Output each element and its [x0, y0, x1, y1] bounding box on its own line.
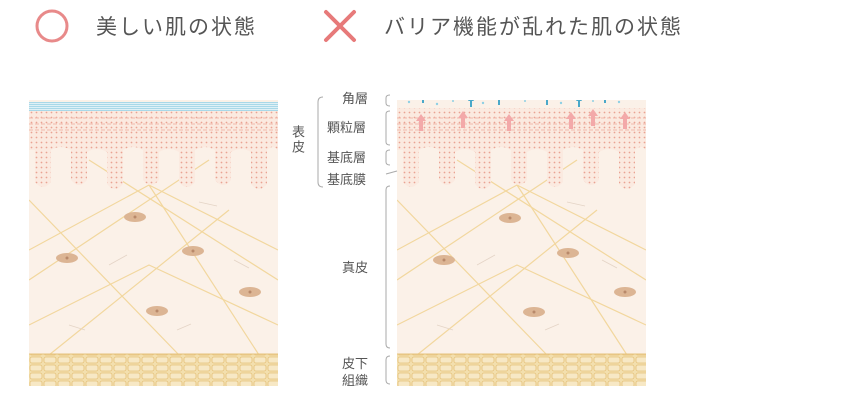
collagen-fibers — [397, 159, 646, 356]
damaged-skin-illustration — [397, 100, 646, 386]
subcutaneous-fat — [397, 354, 646, 386]
label-basal-layer: 基底層 — [327, 151, 367, 166]
irritant-arrows — [416, 109, 630, 131]
circle-icon — [35, 9, 69, 43]
label-epidermis: 表皮 — [288, 125, 304, 160]
label-subcutaneous-1: 皮下 — [342, 357, 369, 372]
legend-healthy: 美しい肌の状態 — [34, 8, 257, 44]
fibroblast-cells — [56, 212, 261, 316]
layer-brackets — [317, 94, 398, 385]
label-basement-membrane: 基底膜 — [327, 173, 367, 188]
damaged-skin-diagram — [397, 100, 646, 386]
cross-icon — [324, 10, 356, 42]
healthy-skin-illustration — [29, 100, 278, 386]
granular-layer — [29, 117, 278, 131]
legend-healthy-label: 美しい肌の状態 — [96, 15, 257, 39]
moisture-escape-arrows — [422, 100, 606, 107]
legend-damaged: バリア機能が乱れた肌の状態 — [322, 8, 683, 44]
label-stratum-corneum: 角層 — [342, 92, 369, 107]
label-granular-layer: 顆粒層 — [327, 121, 367, 136]
fibroblast-cells — [433, 213, 636, 317]
label-epidermis-text: 表皮 — [289, 125, 304, 155]
subcutaneous-fat — [29, 354, 278, 386]
healthy-skin-diagram — [29, 100, 278, 386]
label-subcutaneous-2: 組織 — [342, 374, 369, 389]
fiber-fragments — [68, 201, 250, 331]
moisture-droplets — [407, 100, 621, 106]
fiber-fragments — [436, 201, 618, 331]
label-dermis: 真皮 — [342, 261, 369, 276]
legend-damaged-label: バリア機能が乱れた肌の状態 — [384, 15, 683, 39]
granular-layer — [397, 117, 646, 131]
